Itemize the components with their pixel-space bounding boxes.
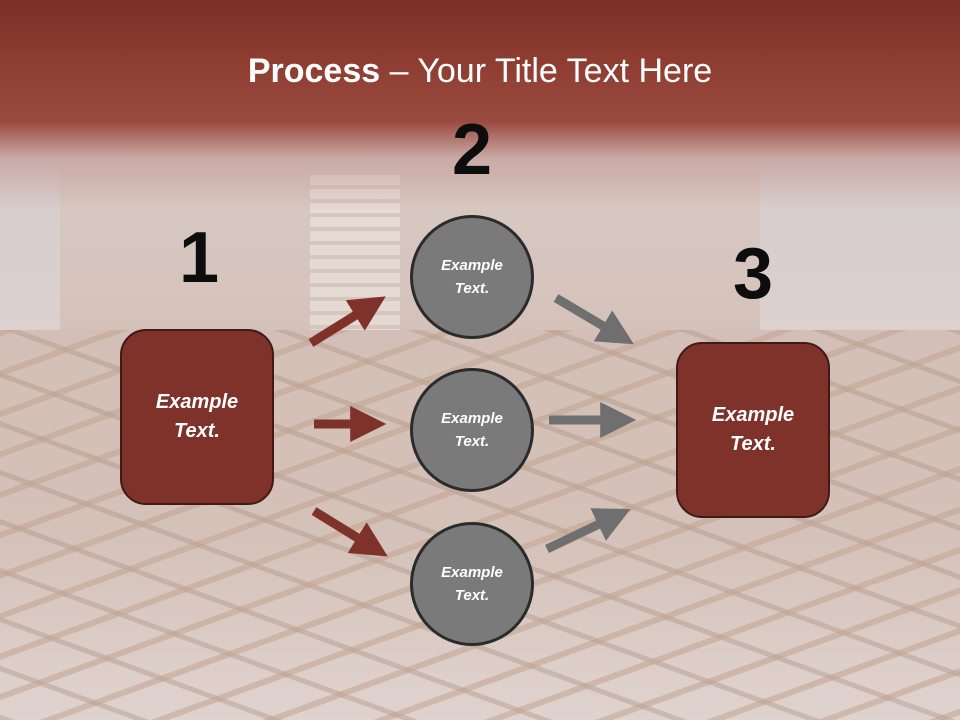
step2-circle-top[interactable]: Example Text. <box>410 215 534 339</box>
step2-circle-middle[interactable]: Example Text. <box>410 368 534 492</box>
title-rest-part: – Your Title Text Here <box>380 52 713 90</box>
step2-circle-bottom-text: Example Text. <box>441 564 503 604</box>
arrow-step1-to-top <box>308 296 386 347</box>
step3-box[interactable]: Example Text. <box>676 342 830 518</box>
step3-text: Example Text. <box>711 404 795 455</box>
slide-title[interactable]: Process – Your Title Text Here <box>0 52 960 91</box>
step-number-2: 2 <box>451 110 493 190</box>
step-number-3: 3 <box>732 234 774 314</box>
title-bold-part: Process <box>247 52 381 90</box>
arrow-top-to-step3 <box>553 294 634 345</box>
step1-box[interactable]: Example Text. <box>120 329 274 505</box>
title-band <box>0 0 960 210</box>
step1-text: Example Text. <box>155 391 239 442</box>
step2-circle-bottom[interactable]: Example Text. <box>410 522 534 646</box>
step2-circle-top-text: Example Text. <box>441 257 503 297</box>
arrow-step1-to-bottom <box>311 507 388 557</box>
step-number-1: 1 <box>178 218 220 298</box>
arrow-bottom-to-step3 <box>545 508 631 554</box>
step2-circle-middle-text: Example Text. <box>441 410 503 450</box>
